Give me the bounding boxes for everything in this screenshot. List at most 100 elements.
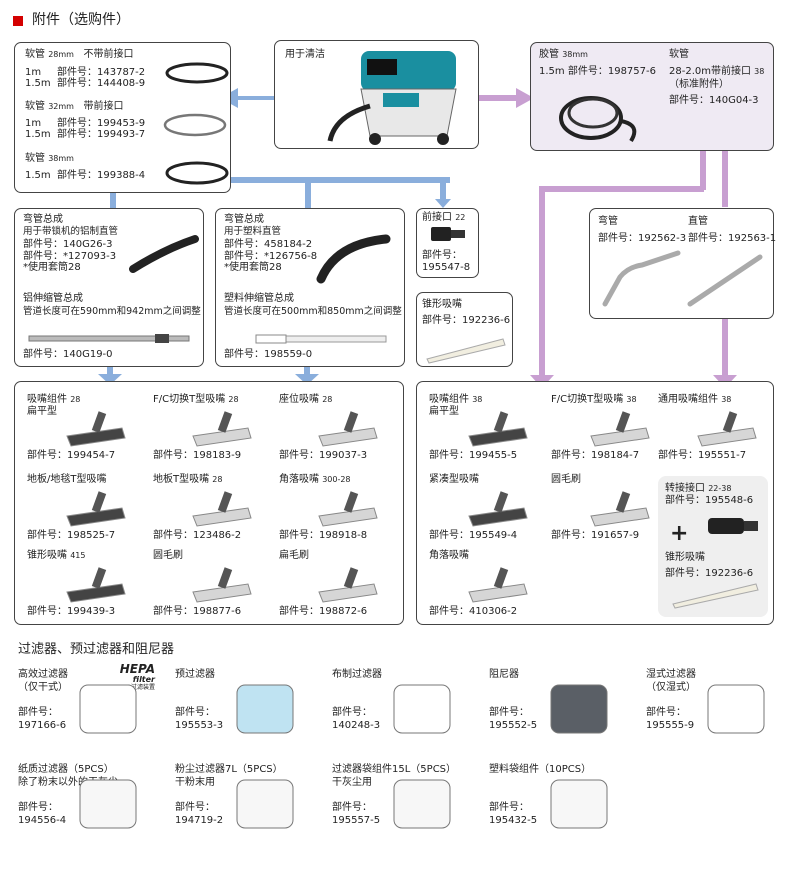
hose28-note: 不带前接口 [83, 49, 134, 60]
hose28-r1-len: 1m [25, 67, 42, 78]
filter-name: 塑料袋组件（10PCS） [489, 764, 592, 775]
front-port-part: 195547-8 [422, 262, 471, 273]
hose32-note: 带前接口 [83, 101, 124, 112]
filter-item: 预过滤器部件号：195553-3 [175, 669, 325, 759]
hose-coil-images [163, 62, 229, 185]
filter-item: 湿式过滤器（仅湿式）部件号：195555-9 [646, 669, 790, 759]
nozzle-size: 415 [70, 551, 86, 560]
cone-nozzle-title: 锥形吸嘴 [422, 299, 462, 310]
nozzle-name-text: 吸嘴组件 [27, 394, 67, 405]
nozzle-name-text: 角落吸嘴 [429, 550, 469, 561]
straight-pipe-part: 部件号：192563-1 [688, 233, 777, 244]
filter-item: 纸质过滤器（5PCS）除了粉末以外的干灰尘部件号：194556-4 [18, 764, 168, 854]
hose28-r2-part: 部件号：144408-9 [57, 78, 146, 89]
elbow-alu-title: 弯管总成 [23, 214, 63, 225]
pipes-images [602, 250, 763, 307]
hose32-size: 32mm [48, 102, 74, 111]
hose-b-title: 软管 [669, 49, 689, 60]
filter-image [393, 779, 451, 829]
nozzle-subtype: 扁平型 [429, 406, 459, 417]
hose-38-image [559, 96, 637, 143]
hose-a-title: 胶管 [539, 49, 559, 60]
nozzle-item: 地板/地毯T型吸嘴部件号：198525-7 [27, 474, 152, 544]
adapter-title: 转接接口 [665, 483, 705, 494]
nozzle-image [468, 491, 528, 527]
elbow-alu-part2: 部件号：*127093-3 [23, 251, 117, 262]
nozzle-item: 通用吸嘴组件 38 部件号：195551-7 [658, 394, 783, 464]
nozzle-name-text: 吸嘴组件 [429, 394, 469, 405]
vacuum-cleaner-image [327, 51, 457, 145]
nozzle-size: 38 [626, 395, 637, 404]
filters-title: 过滤器、预过滤器和阻尼器 [18, 642, 175, 657]
front-port-title: 前接口 [422, 212, 452, 223]
nozzle-size: 28 [212, 475, 223, 484]
hose32-r2-len: 1.5m [25, 129, 51, 140]
filter-part: 195432-5 [489, 815, 538, 826]
filter-name: 粉尘过滤器7L（5PCS） [175, 764, 283, 775]
nozzle-name-text: 圆毛刷 [551, 474, 581, 485]
hepa-logo: HEPA filter HEPA过滤装置 [103, 663, 155, 691]
nozzle-item: 角落吸嘴部件号：410306-2 [429, 550, 554, 620]
nozzle-part: 部件号：198184-7 [551, 450, 640, 461]
nozzle-name: F/C切换T型吸嘴 38 [551, 394, 637, 406]
hose-a-part: 部件号：198757-6 [567, 66, 656, 77]
adapter-size: 22-38 [708, 484, 732, 493]
nozzle-name-text: 通用吸嘴组件 [658, 394, 718, 405]
filter-part: 194719-2 [175, 815, 224, 826]
nozzle-name: 座位吸嘴 28 [279, 394, 332, 406]
nozzle-part: 部件号：199037-3 [279, 450, 368, 461]
hose38-size: 38mm [48, 154, 74, 163]
filter-image [550, 779, 608, 829]
hepa-logo-sub: filter [132, 675, 155, 684]
cone-nozzle-box: 锥形吸嘴 部件号：192236-6 [416, 292, 513, 367]
hose28-title: 软管 [25, 49, 45, 60]
pipes-box: 弯管 部件号：192562-3 直管 部件号：192563-1 [589, 208, 777, 319]
front-port-image [431, 227, 465, 241]
filter-image [550, 684, 608, 734]
filter-part-label: 部件号： [18, 707, 58, 718]
nozzle-part: 部件号：199455-5 [429, 450, 518, 461]
nozzle-part: 部件号：198872-6 [279, 606, 368, 617]
filter-part: 195555-9 [646, 720, 695, 731]
nozzle-item: 座位吸嘴 28 部件号：199037-3 [279, 394, 404, 464]
filter-image [707, 684, 765, 734]
nozzle-image [318, 411, 378, 447]
filter-note: （仅湿式） [646, 682, 696, 693]
filter-item: 高效过滤器（仅干式）部件号：197166-6 [18, 669, 168, 759]
nozzle-name: 地板/地毯T型吸嘴 [27, 474, 106, 486]
filter-part: 195557-5 [332, 815, 381, 826]
elbow-plastic-box: 弯管总成 用于塑料直管 部件号：458184-2 部件号：*126756-8 *… [215, 208, 405, 367]
nozzle-name-text: 扁毛刷 [279, 550, 309, 561]
hose32-r1-part: 部件号：199453-9 [57, 118, 146, 129]
nozzle-size: 28 [70, 395, 81, 404]
nozzle-part: 部件号：123486-2 [153, 530, 242, 541]
nozzle-name: 通用吸嘴组件 38 [658, 394, 731, 406]
filter-part-label: 部件号： [646, 707, 686, 718]
filter-part: 195553-3 [175, 720, 224, 731]
filter-note: 干灰尘用 [332, 777, 372, 788]
nozzle-image [590, 411, 650, 447]
filter-image [236, 684, 294, 734]
nozzle-part: 部件号：195551-7 [658, 450, 747, 461]
plastic-ext-desc: 管道长度可在500mm和850mm之间调整 [224, 306, 402, 317]
filter-image [79, 684, 137, 734]
elbow-alu-images [28, 235, 199, 343]
filter-item: 塑料袋组件（10PCS）部件号：195432-5 [489, 764, 639, 854]
alu-ext-title: 铝伸缩管总成 [23, 293, 83, 304]
adapter-images [672, 518, 759, 609]
vacuum-box: 用于清洁 [274, 40, 479, 149]
nozzle-part: 部件号：191657-9 [551, 530, 640, 541]
nozzle-image [590, 491, 650, 527]
hose28-r1-part: 部件号：143787-2 [57, 67, 146, 78]
nozzle-name-text: 地板/地毯T型吸嘴 [27, 474, 107, 485]
filter-note: （仅干式） [18, 682, 68, 693]
nozzle-name: 地板T型吸嘴 28 [153, 474, 222, 486]
filter-part-label: 部件号： [332, 802, 372, 813]
nozzle-image [66, 491, 126, 527]
filter-part-label: 部件号： [175, 802, 215, 813]
filter-part: 195552-5 [489, 720, 538, 731]
